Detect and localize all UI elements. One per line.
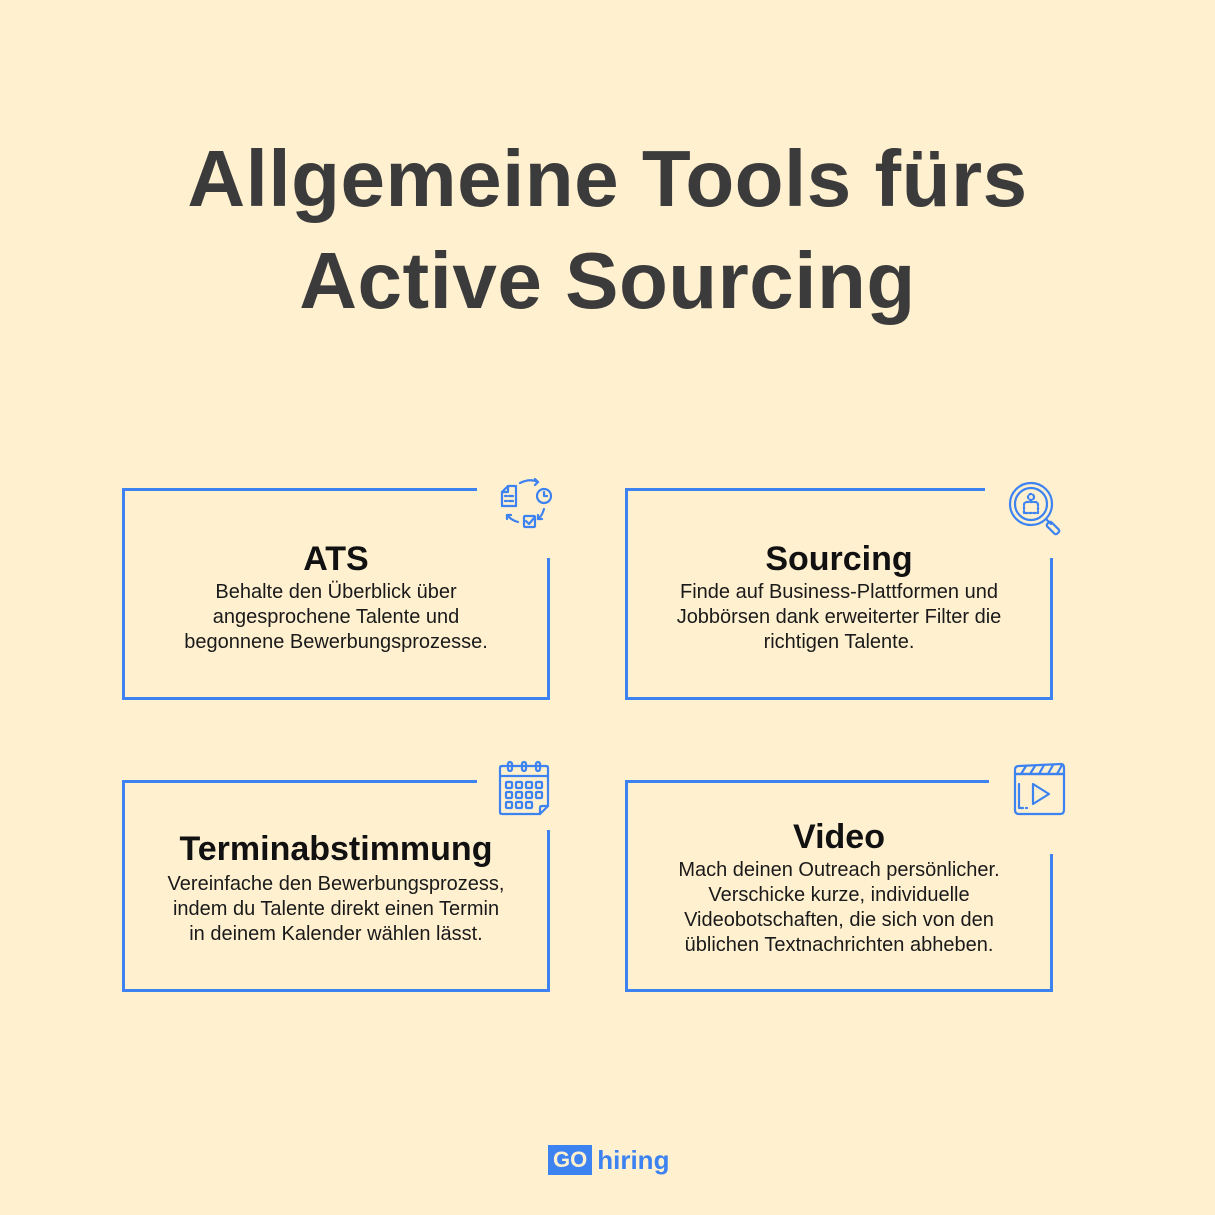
card-sourcing: Sourcing Finde auf Business-Plattformen … [625, 481, 1061, 700]
card-heading: Sourcing [765, 540, 913, 578]
card-description: Mach deinen Outreach persönlicher. Versc… [678, 859, 1000, 956]
card-video: Video Mach deinen Outreach persönlicher.… [625, 762, 1066, 992]
card-heading: ATS [303, 540, 369, 578]
calendar-icon [498, 760, 550, 816]
ats-workflow-icon [500, 478, 553, 529]
card-terminabstimmung: Terminabstimmung Vereinfache den Bewerbu… [122, 760, 550, 992]
search-person-icon [1008, 481, 1061, 536]
card-description: Finde auf Business-Plattformen und Jobbö… [676, 581, 1002, 653]
title-line-2: Active Sourcing [299, 236, 916, 325]
page-title: Allgemeine Tools fürs Active Sourcing [0, 128, 1215, 332]
card-ats: ATS Behalte den Überblick über angesproc… [122, 478, 553, 700]
title-line-1: Allgemeine Tools fürs [187, 134, 1028, 223]
card-description: Vereinfache den Bewerbungsprozess, indem… [167, 873, 505, 945]
logo-go: GO [548, 1145, 593, 1175]
card-heading: Video [793, 818, 885, 856]
card-heading: Terminabstimmung [179, 830, 493, 868]
card-description: Behalte den Überblick über angesprochene… [184, 581, 488, 653]
gohiring-logo: GO hiring [548, 1145, 669, 1175]
logo-hiring: hiring [597, 1145, 670, 1175]
video-clapper-icon [1013, 762, 1066, 816]
